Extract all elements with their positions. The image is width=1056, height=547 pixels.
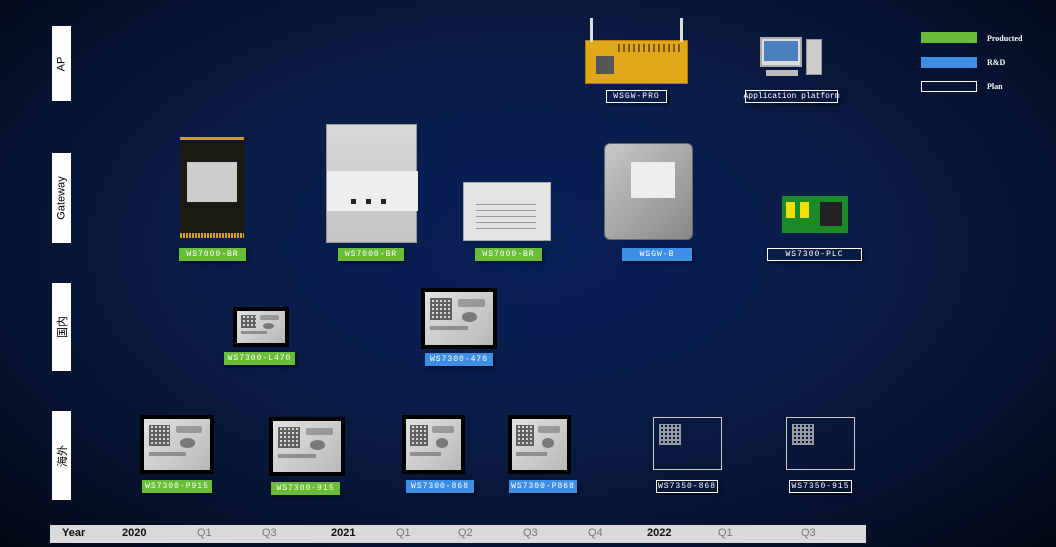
- legend-swatch-plan: [921, 81, 977, 92]
- product-tag: WS7000-BR: [475, 248, 542, 261]
- timeline-label: Year: [62, 527, 86, 539]
- legend-label-plan: Plan: [987, 82, 1003, 91]
- wsgw-pro-gateway-image: [585, 40, 688, 84]
- ws7300-470-module-image: [421, 288, 497, 349]
- product-tag: WS7350-915: [789, 480, 852, 493]
- ws7000-br-card-image: [180, 137, 244, 238]
- legend-swatch-rnd: [921, 57, 977, 68]
- antenna-icon: [590, 18, 593, 42]
- product-tag: WSGW-PRO: [606, 90, 667, 103]
- product-tag: WS7300-P868: [509, 480, 577, 493]
- row-label-domestic: 国内: [52, 283, 71, 371]
- timeline-label: Q1: [197, 527, 212, 539]
- product-tag: WS7300-868: [406, 480, 474, 493]
- timeline-label: Q1: [718, 527, 733, 539]
- ws7000-br-box-image: [463, 182, 551, 241]
- legend-label-producted: Producted: [987, 34, 1023, 43]
- computer-tower-icon: [806, 39, 822, 75]
- row-label-ap: AP: [52, 26, 71, 101]
- row-label-text: AP: [55, 56, 68, 71]
- timeline-label: Q3: [262, 527, 277, 539]
- row-label-text: 国内: [56, 316, 69, 338]
- row-label-text: Gateway: [55, 176, 68, 220]
- row-label-overseas: 海外: [52, 411, 71, 500]
- product-tag: WS7300-PLC: [767, 248, 862, 261]
- product-tag: Application platform: [743, 90, 840, 103]
- product-tag: WS7350-868: [656, 480, 718, 493]
- product-tag: WS7000-BR: [179, 248, 246, 261]
- ws7350-868-module-image: [649, 413, 726, 474]
- ws7300-plc-board-image: [782, 196, 848, 233]
- product-tag: WS7300-915: [271, 482, 340, 495]
- ws7300-868-module-image: [402, 415, 465, 474]
- computer-monitor-icon: [760, 37, 802, 67]
- row-label-text: 海外: [56, 444, 69, 467]
- antenna-icon: [680, 18, 683, 42]
- timeline-bar: Year 2020 Q1 Q3 2021 Q1 Q2 Q3 Q4 2022 Q1…: [50, 525, 866, 543]
- ws7000-br-din-gateway-image: [326, 124, 418, 243]
- timeline-label: Q3: [801, 527, 816, 539]
- timeline-label: Q3: [523, 527, 538, 539]
- row-label-gateway: Gateway: [52, 153, 71, 243]
- legend-label-rnd: R&D: [987, 58, 1006, 67]
- ws7300-l470-module-image: [233, 307, 289, 347]
- timeline-label: 2020: [122, 527, 147, 539]
- ws7300-p915-module-image: [140, 415, 214, 474]
- ws7300-p868-module-image: [508, 415, 571, 474]
- legend-swatch-producted: [921, 32, 977, 43]
- ws7300-915-module-image: [269, 417, 345, 476]
- timeline-label: 2021: [331, 527, 356, 539]
- product-tag: WS7300-470: [425, 353, 493, 366]
- product-tag: WSGW-B: [622, 248, 692, 261]
- timeline-label: 2022: [647, 527, 672, 539]
- timeline-label: Q1: [396, 527, 411, 539]
- timeline-label: Q4: [588, 527, 603, 539]
- timeline-label: Q2: [458, 527, 473, 539]
- product-tag: WS7300-L470: [224, 352, 295, 365]
- product-tag: WS7000-BR: [338, 248, 404, 261]
- ws7350-915-module-image: [782, 413, 859, 474]
- keyboard-icon: [766, 70, 798, 76]
- product-tag: WS7300-P915: [142, 480, 212, 493]
- wsgw-b-outdoor-gateway-image: [604, 143, 693, 240]
